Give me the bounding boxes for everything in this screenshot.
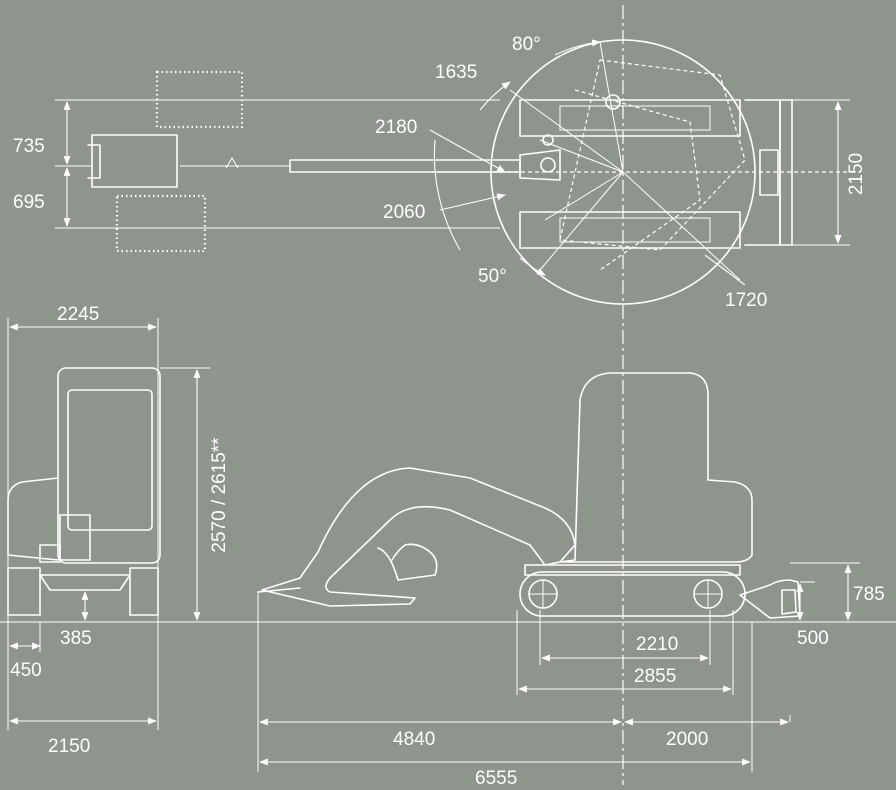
label-500: 500: [797, 628, 829, 649]
canopy-outer: [57, 367, 161, 564]
front-view: 2245 2570 / 2615** 385 450 2150: [0, 304, 896, 757]
blade-plate-top: [779, 99, 793, 246]
radial-line-80: [599, 41, 624, 173]
label-6555: 6555: [475, 768, 517, 789]
boom-foot: [519, 149, 561, 181]
track-front-right: [129, 567, 159, 616]
label-785: 785: [853, 584, 885, 605]
body-left-side: [7, 477, 59, 561]
boom-pin: [540, 157, 556, 173]
label-2000: 2000: [666, 729, 708, 750]
arc-1635: [479, 81, 511, 111]
seat-front: [59, 514, 91, 561]
track-top-upper: [519, 99, 741, 137]
radial-line-1635: [509, 89, 624, 173]
bucket-top-offset-lower: [115, 194, 207, 253]
pin-upper: [542, 134, 554, 146]
label-2150-top: 2150: [846, 153, 867, 195]
leader-1720: [704, 254, 746, 286]
leader-2180: [429, 129, 506, 173]
bucket-curl: [377, 543, 438, 581]
track-front-left: [7, 567, 41, 616]
radial-line-a: [539, 139, 624, 173]
label-2150-bottom: 2150: [48, 736, 90, 757]
track-inner-lower: [559, 217, 711, 243]
track-inner-upper: [559, 105, 711, 131]
label-1720: 1720: [725, 290, 767, 311]
label-80-degrees: 80°: [512, 34, 541, 55]
label-50-degrees: 50°: [478, 266, 507, 287]
bucket-top-center: [91, 134, 178, 188]
leader-2060: [439, 193, 506, 211]
bucket-tip: [257, 587, 301, 593]
arc-80: [554, 39, 601, 56]
pin-swing: [605, 94, 621, 110]
step-front: [39, 544, 61, 563]
canopy-inner: [67, 389, 153, 531]
break-mark: [225, 157, 239, 169]
label-2245: 2245: [57, 304, 99, 325]
arc-50: [519, 257, 546, 276]
radial-line-b: [544, 171, 624, 221]
label-2570-2615: 2570 / 2615**: [209, 437, 230, 553]
frame-front: [39, 574, 131, 591]
label-695: 695: [13, 192, 45, 213]
top-view: 735 695 1635 2180 2060 80° 50° 1720 2150: [13, 5, 867, 785]
label-450: 450: [10, 660, 42, 681]
arc-2180: [433, 139, 461, 251]
track-top-lower: [519, 211, 741, 249]
cab-side: [559, 372, 753, 563]
radial-line-1720: [622, 171, 741, 281]
label-735: 735: [13, 136, 45, 157]
rotated-body-outline: [559, 59, 746, 251]
side-view: 2210 2855 4840 2000 6555 785 500: [257, 372, 885, 789]
label-2180: 2180: [375, 117, 417, 138]
label-385: 385: [60, 628, 92, 649]
label-2210: 2210: [636, 634, 678, 655]
rotated-body-outline-2: [574, 89, 701, 271]
radial-line-50: [539, 171, 624, 271]
track-upper-frame: [524, 564, 741, 576]
label-1635: 1635: [435, 62, 477, 83]
label-2855: 2855: [634, 666, 676, 687]
label-4840: 4840: [393, 729, 435, 750]
bucket-teeth: [87, 144, 101, 179]
boom-side: [261, 467, 576, 607]
label-2060: 2060: [383, 202, 425, 223]
dozer-blade-face: [781, 589, 797, 615]
boom-top-view: [289, 159, 521, 173]
